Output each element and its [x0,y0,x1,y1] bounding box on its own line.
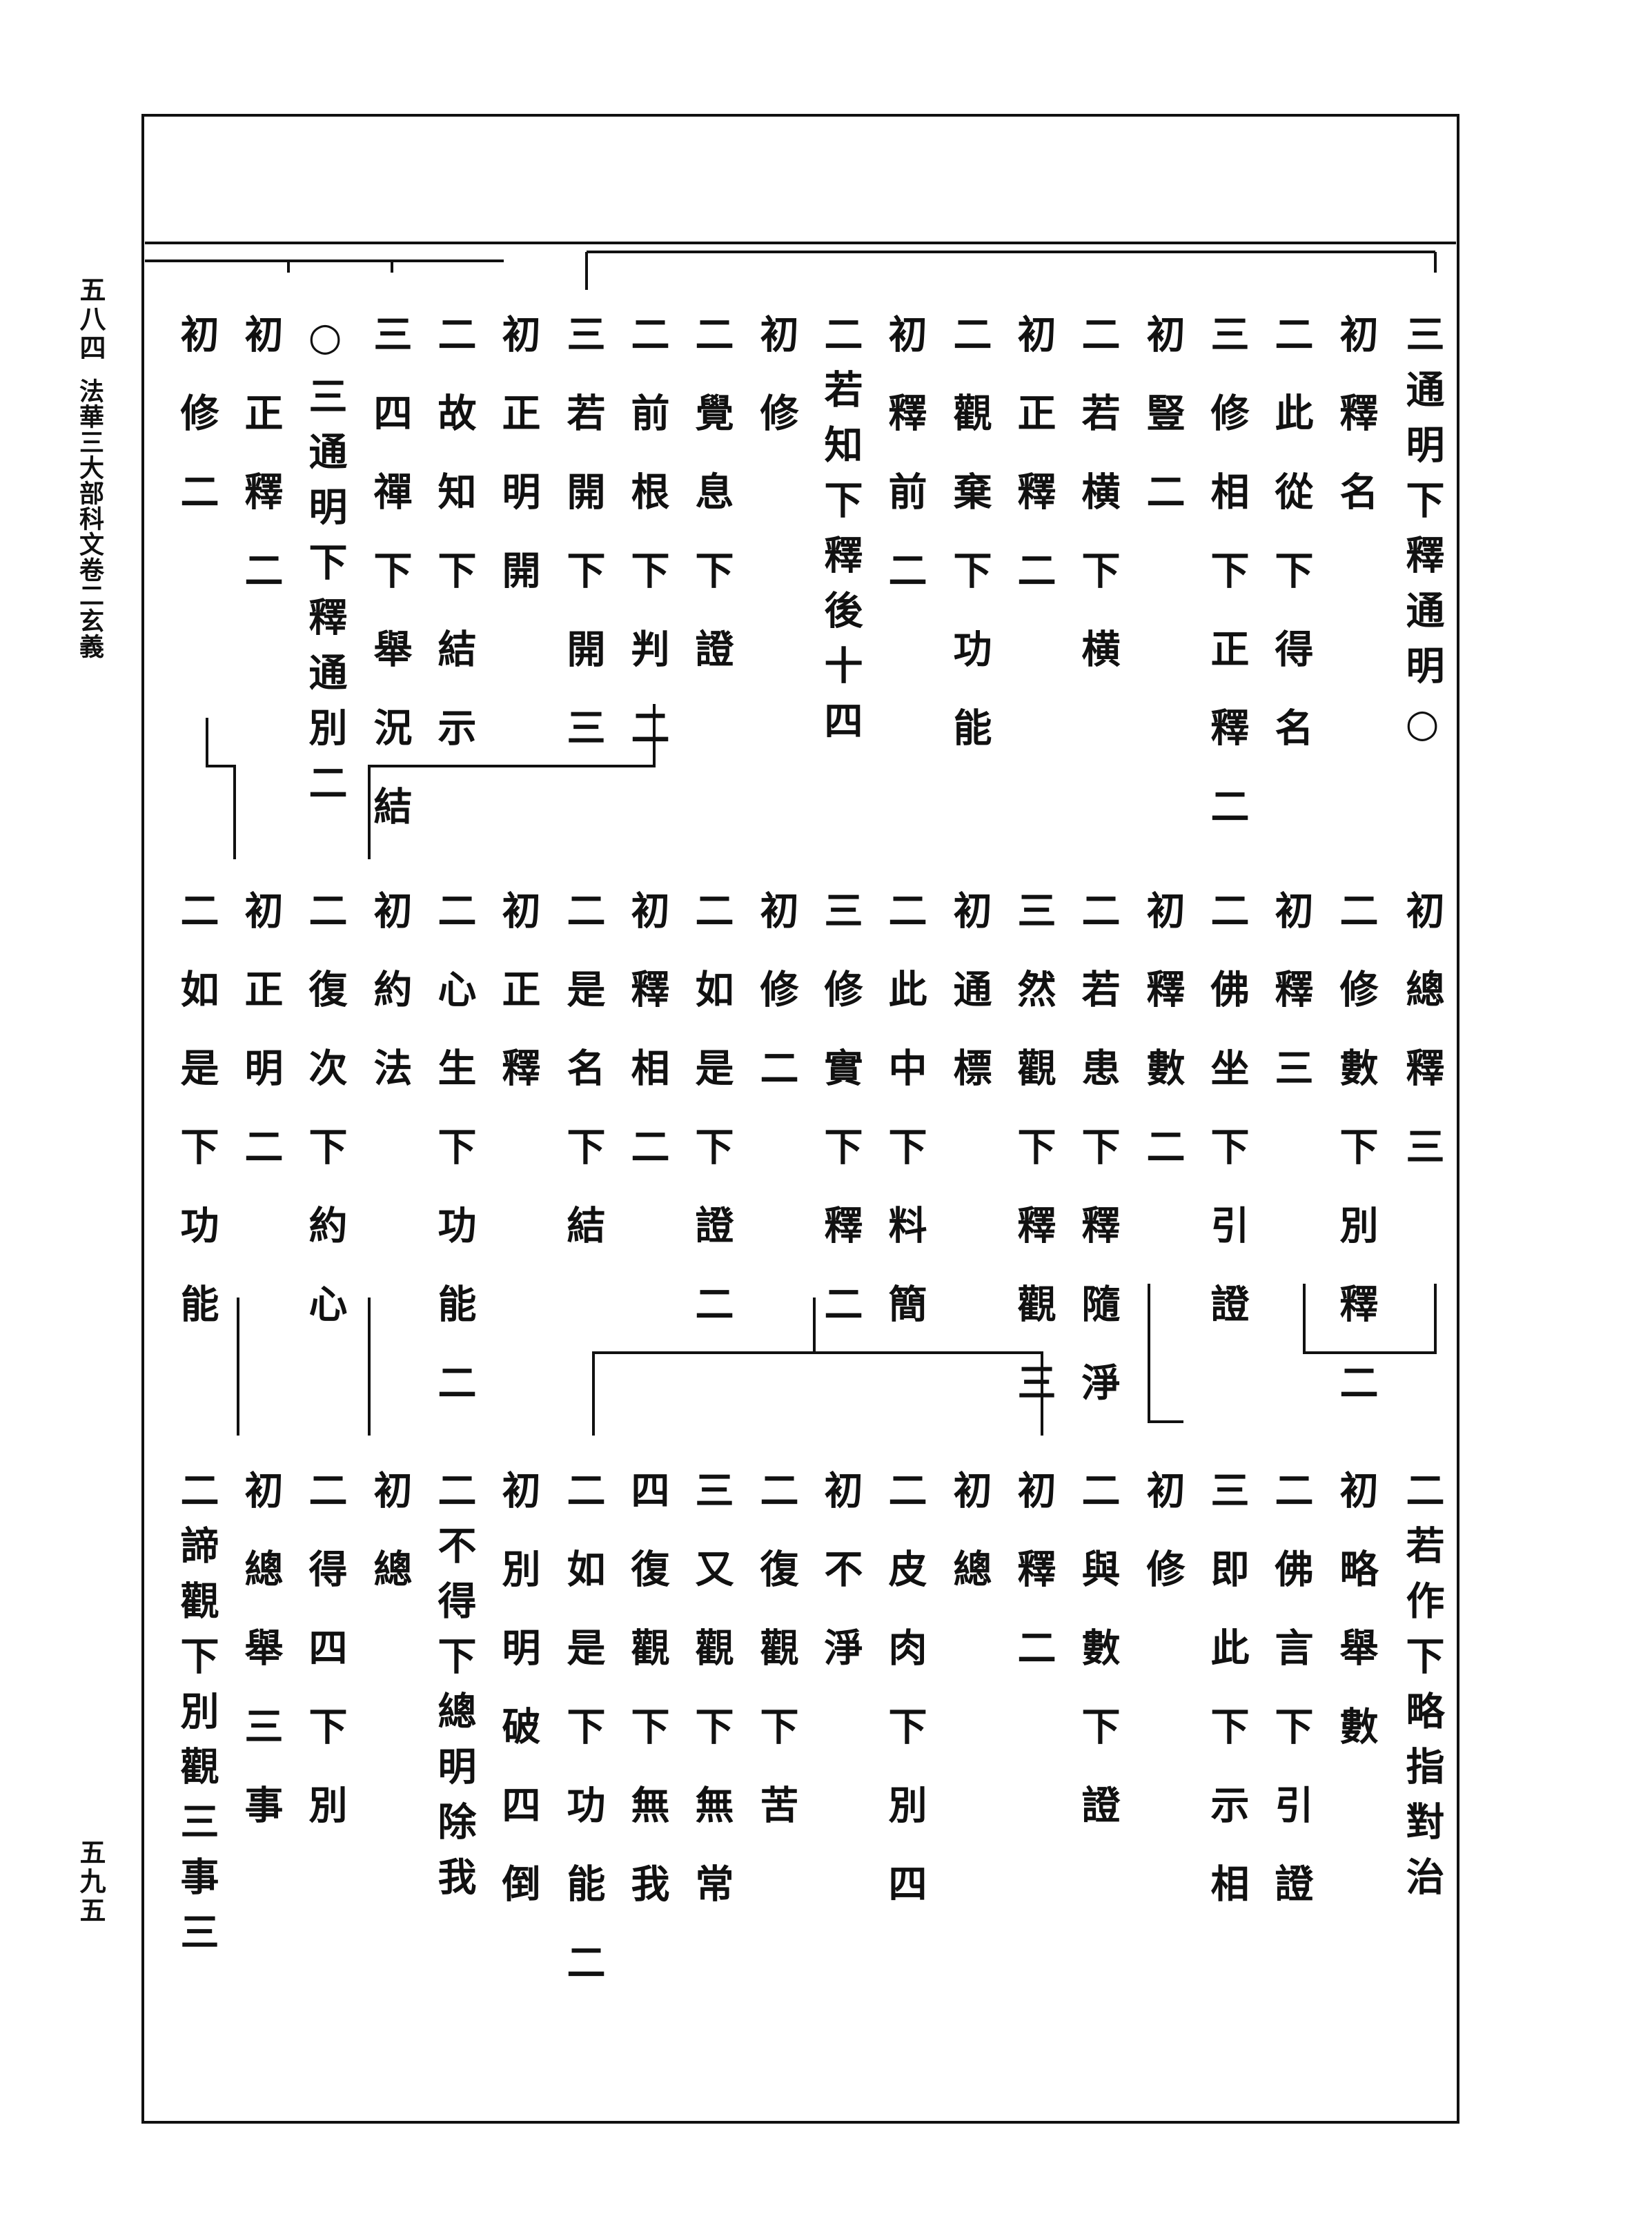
outline-node: 初修二 [174,314,219,550]
outline-node: 初正明二 [238,890,284,1205]
outline-node: 二前根下判二 [625,314,670,786]
outline-node: 二是名下結 [560,890,606,1284]
outline-node: 三修實下釋二 [818,890,863,1362]
outline-node: 初總 [367,1470,413,1627]
outline-node: 二若横下横 [1075,314,1121,707]
outline-node: 二如是下功能 [174,890,219,1362]
outline-node: 二此中下料簡 [882,890,927,1362]
outline-node: 初釋相二 [625,890,670,1205]
outline-node: 初略舉數 [1333,1470,1379,1785]
outline-node: 二故知下結示 [431,314,477,786]
outline-node: 二佛坐下引證 [1204,890,1250,1362]
outline-node: 初約法 [367,890,413,1126]
outline-node: 初正釋二 [238,314,284,629]
outline-node: 初總釋三 [1399,890,1445,1205]
outline-node: 初修 [1140,1470,1186,1627]
outline-node: 三通明下釋通明○ [1399,314,1445,763]
outline-node: 二諦觀下別觀三事三 [174,1470,219,1967]
outline-node: 二覺息下證 [689,314,734,707]
outline-node: 三又觀下無常 [689,1470,734,1942]
outline-node: 初釋三 [1268,890,1314,1126]
outline-node: 三四禪下舉況結 [367,314,413,865]
outline-node: 初正釋二 [1011,314,1056,629]
outline-node: 初正釋 [495,890,541,1126]
book-title-margin: 法華三大部科文卷二玄義 [75,378,104,659]
outline-node: 初釋數二 [1140,890,1186,1205]
outline-node: 三即此下示相 [1204,1470,1250,1942]
outline-node: 初正明開 [495,314,541,629]
outline-node: 二復次下約心 [302,890,348,1362]
outline-node: 二若作下略指對治 [1399,1470,1445,1912]
outline-node: 初總舉三事 [238,1470,284,1863]
page-number: 五九五 [75,1839,106,1926]
outline-node: 二修數下別釋二 [1333,890,1379,1441]
outline-node: 二此從下得名 [1268,314,1314,786]
outline-node: 二若患下釋隨淨 [1075,890,1121,1441]
outline-node: 二佛言下引證 [1268,1470,1314,1942]
outline-node: 二心生下功能二 [431,890,477,1441]
outline-node: 初不淨 [818,1470,863,1706]
outline-node: 二如是下證二 [689,890,734,1362]
outline-node: 三然觀下釋觀三 [1011,890,1056,1441]
outline-node: 初釋名 [1333,314,1379,550]
page-frame [141,114,1459,2124]
outline-node: 二觀棄下功能 [947,314,992,786]
outline-node: 初釋前二 [882,314,927,629]
outline-node: 二如是下功能二 [560,1470,606,2021]
outline-node: 初別明破四倒 [495,1470,541,1942]
outline-node: ○三通明下釋通別二 [302,314,348,818]
outline-node: 二復觀下苦 [754,1470,799,1863]
outline-node: 初豎二 [1140,314,1186,550]
outline-node: 二得四下別 [302,1470,348,1863]
outline-node: 初總 [947,1470,992,1627]
outline-node: 初釋二 [1011,1470,1056,1706]
outline-node: 初修二 [754,890,799,1126]
page-header-label: 五八四 [75,276,106,363]
outline-node: 三若開下開三 [560,314,606,786]
outline-node: 四復觀下無我 [625,1470,670,1942]
outline-node: 二若知下釋後十四 [818,314,863,756]
outline-node: 二不得下總明除我 [431,1470,477,1912]
outline-node: 初修 [754,314,799,471]
outline-node: 初通標 [947,890,992,1126]
outline-node: 二與數下證 [1075,1470,1121,1863]
outline-node: 二皮肉下別四 [882,1470,927,1942]
outline-node: 三修相下正釋二 [1204,314,1250,865]
